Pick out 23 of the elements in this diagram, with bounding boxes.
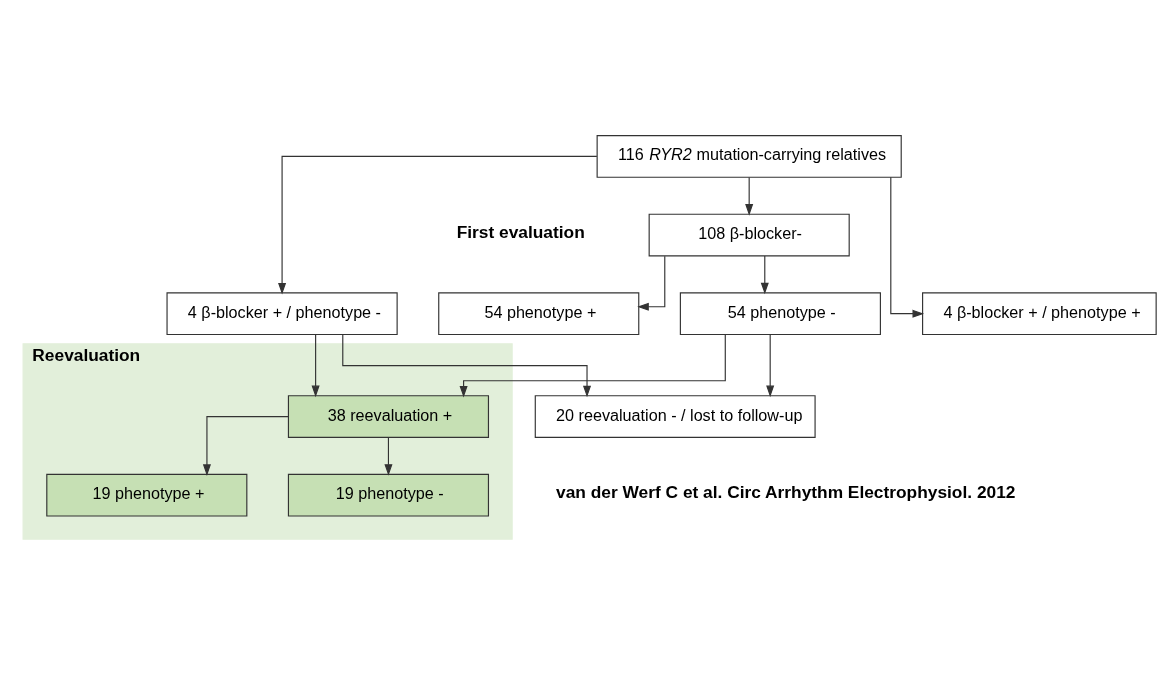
label: van der Werf C et al. Circ Arrhythm Electrophysiol. 2012 — [556, 482, 1016, 503]
arrow — [459, 333, 726, 398]
arrow — [766, 333, 775, 398]
arrow — [745, 176, 754, 216]
arrow — [384, 437, 393, 476]
arrow — [311, 333, 320, 398]
arrow — [760, 255, 769, 295]
node-box: 4 β-blocker + / phenotype - — [166, 292, 398, 336]
arrow — [342, 333, 592, 398]
label: First evaluation — [456, 221, 585, 242]
node-box: 4 β-blocker + / phenotype + — [922, 292, 1157, 336]
node-box: 38 reevaluation + — [287, 395, 490, 438]
node-box: 54 phenotype - — [679, 292, 881, 336]
arrow — [278, 155, 598, 295]
node-box: 19 phenotype + — [46, 473, 248, 517]
arrow — [890, 176, 925, 318]
node-box: 19 phenotype - — [287, 473, 490, 517]
node-box: 116 RYR2 mutation-carrying relatives — [596, 135, 902, 178]
node-box: 108 β-blocker- — [648, 213, 850, 257]
arrow — [202, 416, 289, 476]
node-box: 54 phenotype + — [438, 292, 640, 336]
node-box: 20 reevaluation - / lost to follow-up — [534, 395, 816, 438]
arrow — [637, 255, 666, 311]
